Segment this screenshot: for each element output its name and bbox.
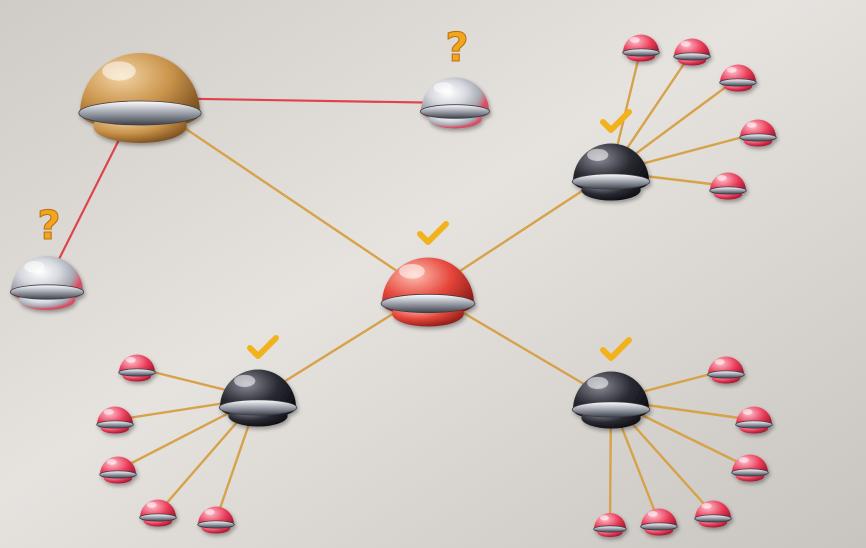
node-leaf-br-4 bbox=[694, 500, 732, 528]
node-highlight bbox=[234, 374, 256, 387]
node-ring bbox=[640, 522, 678, 531]
node-ring bbox=[139, 513, 177, 522]
node-highlight bbox=[125, 357, 136, 363]
node-dark-bottom-left bbox=[218, 369, 298, 427]
node-highlight bbox=[714, 359, 725, 365]
node-highlight bbox=[746, 122, 757, 128]
node-leaf-bl-2 bbox=[96, 406, 134, 434]
nodes-layer: ?? bbox=[9, 25, 777, 538]
node-highlight bbox=[587, 148, 609, 161]
node-leaf-tr-5 bbox=[709, 172, 747, 200]
check-icon bbox=[600, 109, 632, 133]
node-highlight bbox=[629, 37, 640, 43]
question-mark-icon: ? bbox=[445, 25, 468, 71]
node-ring bbox=[735, 420, 773, 429]
node-unknown-top bbox=[419, 77, 491, 129]
question-mark-icon: ? bbox=[37, 203, 60, 249]
node-ring bbox=[96, 420, 134, 429]
check-icon bbox=[247, 335, 279, 359]
node-ring bbox=[739, 133, 777, 142]
node-ring bbox=[419, 104, 491, 119]
node-leaf-bl-3 bbox=[99, 456, 137, 484]
node-dark-top-right bbox=[571, 143, 651, 201]
node-ring bbox=[571, 401, 651, 418]
node-highlight bbox=[399, 263, 425, 279]
node-ring bbox=[118, 368, 156, 377]
node-leaf-bl-5 bbox=[197, 506, 235, 534]
node-ring bbox=[673, 52, 711, 61]
node-ring bbox=[593, 525, 627, 533]
node-leaf-bl-4 bbox=[139, 499, 177, 527]
node-leaf-bl-1 bbox=[118, 354, 156, 382]
node-ring bbox=[731, 468, 769, 477]
node-highlight bbox=[433, 82, 453, 94]
node-highlight bbox=[716, 175, 727, 181]
node-ring bbox=[709, 186, 747, 195]
node-ring bbox=[78, 100, 202, 126]
node-highlight bbox=[742, 409, 753, 415]
node-leaf-br-2 bbox=[735, 406, 773, 434]
node-highlight bbox=[738, 457, 749, 463]
node-highlight bbox=[103, 409, 114, 415]
node-leaf-br-6 bbox=[593, 513, 627, 538]
node-ring bbox=[694, 514, 732, 523]
edge-hub-to-center bbox=[138, 96, 430, 294]
node-leaf-tr-3 bbox=[719, 64, 757, 92]
node-highlight bbox=[599, 515, 609, 521]
node-highlight bbox=[102, 61, 136, 81]
node-highlight bbox=[726, 67, 737, 73]
node-leaf-tr-2 bbox=[673, 38, 711, 66]
node-highlight bbox=[24, 261, 45, 273]
node-highlight bbox=[587, 376, 609, 389]
node-ring bbox=[380, 293, 476, 314]
node-highlight bbox=[680, 41, 691, 47]
node-leaf-tr-1 bbox=[622, 34, 660, 62]
node-ring bbox=[571, 173, 651, 190]
node-highlight bbox=[647, 511, 658, 517]
node-leaf-tr-4 bbox=[739, 119, 777, 147]
node-highlight bbox=[204, 509, 215, 515]
node-ring bbox=[719, 78, 757, 87]
node-highlight bbox=[106, 459, 117, 465]
node-unknown-left bbox=[9, 256, 85, 311]
check-icon bbox=[417, 221, 449, 245]
node-ring bbox=[218, 399, 298, 416]
node-dark-bottom-right bbox=[571, 371, 651, 429]
node-center bbox=[380, 257, 476, 327]
node-leaf-br-1 bbox=[707, 356, 745, 384]
node-ring bbox=[707, 370, 745, 379]
node-ring bbox=[622, 48, 660, 57]
node-ring bbox=[9, 284, 85, 300]
node-hub bbox=[78, 53, 202, 143]
node-highlight bbox=[146, 502, 157, 508]
node-highlight bbox=[701, 503, 712, 509]
node-leaf-br-3 bbox=[731, 454, 769, 482]
node-ring bbox=[99, 470, 137, 479]
node-ring bbox=[197, 520, 235, 529]
node-leaf-br-5 bbox=[640, 508, 678, 536]
check-icon bbox=[600, 337, 632, 361]
